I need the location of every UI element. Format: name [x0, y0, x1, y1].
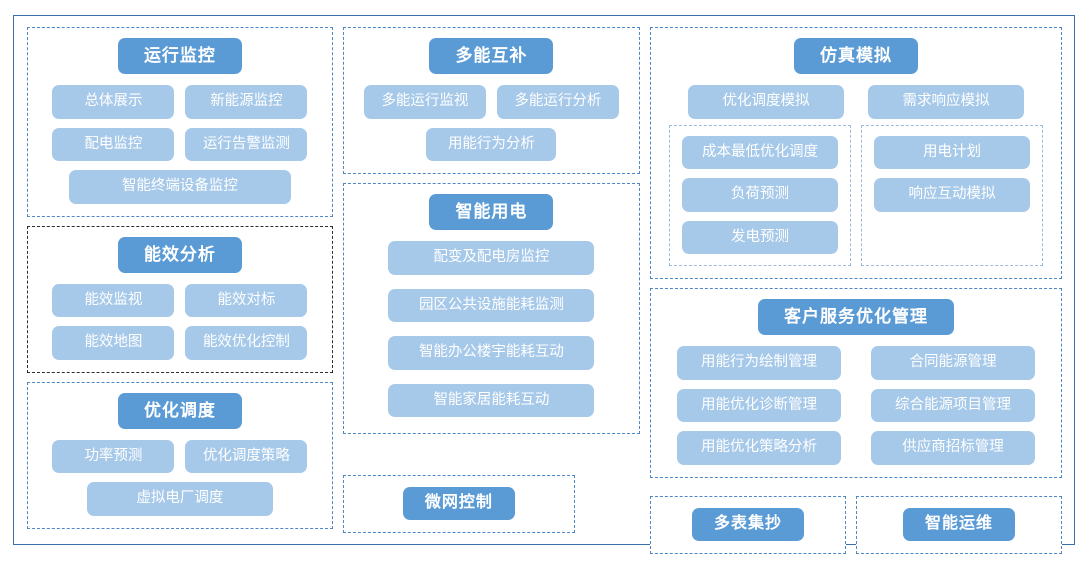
- column-left: 运行监控 总体展示 新能源监控 配电监控 运行告警监测 智能终端设备监控 能效分…: [27, 27, 333, 533]
- item-multi-energy-operation-monitoring[interactable]: 多能运行监视: [363, 85, 486, 119]
- section-microgrid-control[interactable]: 微网控制: [342, 475, 575, 533]
- item-contract-energy-management[interactable]: 合同能源管理: [871, 346, 1035, 380]
- item-efficiency-monitoring[interactable]: 能效监视: [52, 283, 175, 317]
- item-energy-optimization-strategy-analysis[interactable]: 用能优化策略分析: [677, 431, 841, 465]
- row: 配电监控 运行告警监测: [40, 127, 320, 161]
- customer-service-grid: 用能行为绘制管理 合同能源管理 用能优化诊断管理 综合能源项目管理 用能优化策略…: [663, 346, 1049, 465]
- item-energy-behavior-profiling-management[interactable]: 用能行为绘制管理: [677, 346, 841, 380]
- section-efficiency-analysis[interactable]: 能效分析 能效监视 能效对标 能效地图 能效优化控制: [27, 225, 333, 373]
- section-optimized-dispatch[interactable]: 优化调度 功率预测 优化调度策略 虚拟电厂调度: [27, 381, 333, 529]
- item-electricity-plan[interactable]: 用电计划: [874, 135, 1030, 169]
- section-title-simulation: 仿真模拟: [794, 38, 918, 74]
- row: 多能运行监视 多能运行分析: [356, 85, 627, 119]
- section-operation-monitoring[interactable]: 运行监控 总体展示 新能源监控 配电监控 运行告警监测 智能终端设备监控: [27, 27, 333, 217]
- row: 用能行为分析: [356, 127, 627, 161]
- item-optimized-dispatch-strategy[interactable]: 优化调度策略: [185, 439, 308, 473]
- item-park-public-facility-energy-monitoring[interactable]: 园区公共设施能耗监测: [388, 288, 595, 322]
- item-energy-use-behavior-analysis[interactable]: 用能行为分析: [426, 127, 557, 161]
- item-virtual-power-plant-dispatch[interactable]: 虚拟电厂调度: [86, 482, 273, 516]
- bottom-row: 多表集抄 智能运维: [650, 495, 1062, 554]
- item-response-interaction-simulation[interactable]: 响应互动模拟: [874, 178, 1030, 212]
- subgroup-cost-optimization[interactable]: 成本最低优化调度 负荷预测 发电预测: [669, 124, 851, 266]
- row: 能效地图 能效优化控制: [40, 326, 320, 360]
- section-title-optimized-dispatch: 优化调度: [117, 392, 242, 429]
- item-efficiency-optimization-control[interactable]: 能效优化控制: [185, 326, 308, 360]
- section-title-efficiency-analysis: 能效分析: [117, 236, 242, 273]
- simulation-subgroups: 成本最低优化调度 负荷预测 发电预测 用电计划 响应互动模拟: [663, 124, 1049, 266]
- item-overall-display[interactable]: 总体展示: [52, 85, 175, 119]
- item-smart-terminal-device-monitoring[interactable]: 智能终端设备监控: [68, 170, 291, 204]
- section-multi-energy-complementarity[interactable]: 多能互补 多能运行监视 多能运行分析 用能行为分析: [342, 27, 640, 174]
- section-title-operation-monitoring: 运行监控: [117, 38, 242, 74]
- section-title-multi-meter-reading: 多表集抄: [691, 507, 804, 541]
- section-title-microgrid-control: 微网控制: [402, 487, 515, 520]
- row: 优化调度模拟 需求响应模拟: [663, 85, 1049, 119]
- subgroup-demand-response[interactable]: 用电计划 响应互动模拟: [861, 124, 1043, 266]
- section-customer-service-optimization[interactable]: 客户服务优化管理 用能行为绘制管理 合同能源管理 用能优化诊断管理 综合能源项目…: [650, 288, 1062, 478]
- spacer: [343, 443, 640, 466]
- item-supplier-bidding-management[interactable]: 供应商招标管理: [871, 431, 1035, 465]
- section-title-smart-operations: 智能运维: [902, 507, 1015, 541]
- row: 功率预测 优化调度策略: [40, 439, 320, 473]
- item-multi-energy-operation-analysis[interactable]: 多能运行分析: [496, 85, 619, 119]
- item-distribution-monitoring[interactable]: 配电监控: [52, 127, 175, 161]
- item-power-forecast[interactable]: 功率预测: [52, 439, 175, 473]
- item-generation-forecast[interactable]: 发电预测: [682, 220, 838, 254]
- section-title-customer-service: 客户服务优化管理: [758, 299, 954, 335]
- item-load-forecast[interactable]: 负荷预测: [682, 178, 838, 212]
- section-title-smart-electricity: 智能用电: [429, 194, 554, 230]
- column-middle: 多能互补 多能运行监视 多能运行分析 用能行为分析 智能用电 配变及配电房监控 …: [342, 27, 640, 533]
- item-optimized-dispatch-simulation[interactable]: 优化调度模拟: [688, 85, 844, 119]
- column-right: 仿真模拟 优化调度模拟 需求响应模拟 成本最低优化调度 负荷预测 发电预测 用电…: [650, 27, 1062, 554]
- row: 智能终端设备监控: [40, 170, 320, 204]
- item-new-energy-monitoring[interactable]: 新能源监控: [185, 85, 308, 119]
- row: 虚拟电厂调度: [40, 482, 320, 516]
- item-integrated-energy-project-management[interactable]: 综合能源项目管理: [871, 388, 1035, 422]
- section-title-multi-energy: 多能互补: [429, 38, 554, 74]
- item-efficiency-benchmarking[interactable]: 能效对标: [185, 283, 308, 317]
- diagram-grid: 运行监控 总体展示 新能源监控 配电监控 运行告警监测 智能终端设备监控 能效分…: [13, 15, 1075, 554]
- section-multi-meter-reading[interactable]: 多表集抄: [650, 495, 846, 554]
- item-demand-response-simulation[interactable]: 需求响应模拟: [868, 85, 1024, 119]
- section-simulation[interactable]: 仿真模拟 优化调度模拟 需求响应模拟 成本最低优化调度 负荷预测 发电预测 用电…: [650, 27, 1062, 279]
- item-operation-alarm-monitoring[interactable]: 运行告警监测: [185, 127, 308, 161]
- item-transformer-substation-monitoring[interactable]: 配变及配电房监控: [388, 241, 595, 275]
- item-energy-optimization-diagnosis-management[interactable]: 用能优化诊断管理: [677, 388, 841, 422]
- item-stack: 配变及配电房监控 园区公共设施能耗监测 智能办公楼宇能耗互动 智能家居能耗互动: [356, 241, 627, 417]
- item-smart-home-energy-interaction[interactable]: 智能家居能耗互动: [388, 383, 595, 417]
- item-efficiency-map[interactable]: 能效地图: [52, 326, 175, 360]
- item-smart-office-building-energy-interaction[interactable]: 智能办公楼宇能耗互动: [388, 336, 595, 370]
- item-lowest-cost-optimized-dispatch[interactable]: 成本最低优化调度: [682, 135, 838, 169]
- row: 总体展示 新能源监控: [40, 85, 320, 119]
- section-smart-operations[interactable]: 智能运维: [856, 495, 1062, 554]
- row: 能效监视 能效对标: [40, 283, 320, 317]
- section-smart-electricity[interactable]: 智能用电 配变及配电房监控 园区公共设施能耗监测 智能办公楼宇能耗互动 智能家居…: [342, 183, 640, 434]
